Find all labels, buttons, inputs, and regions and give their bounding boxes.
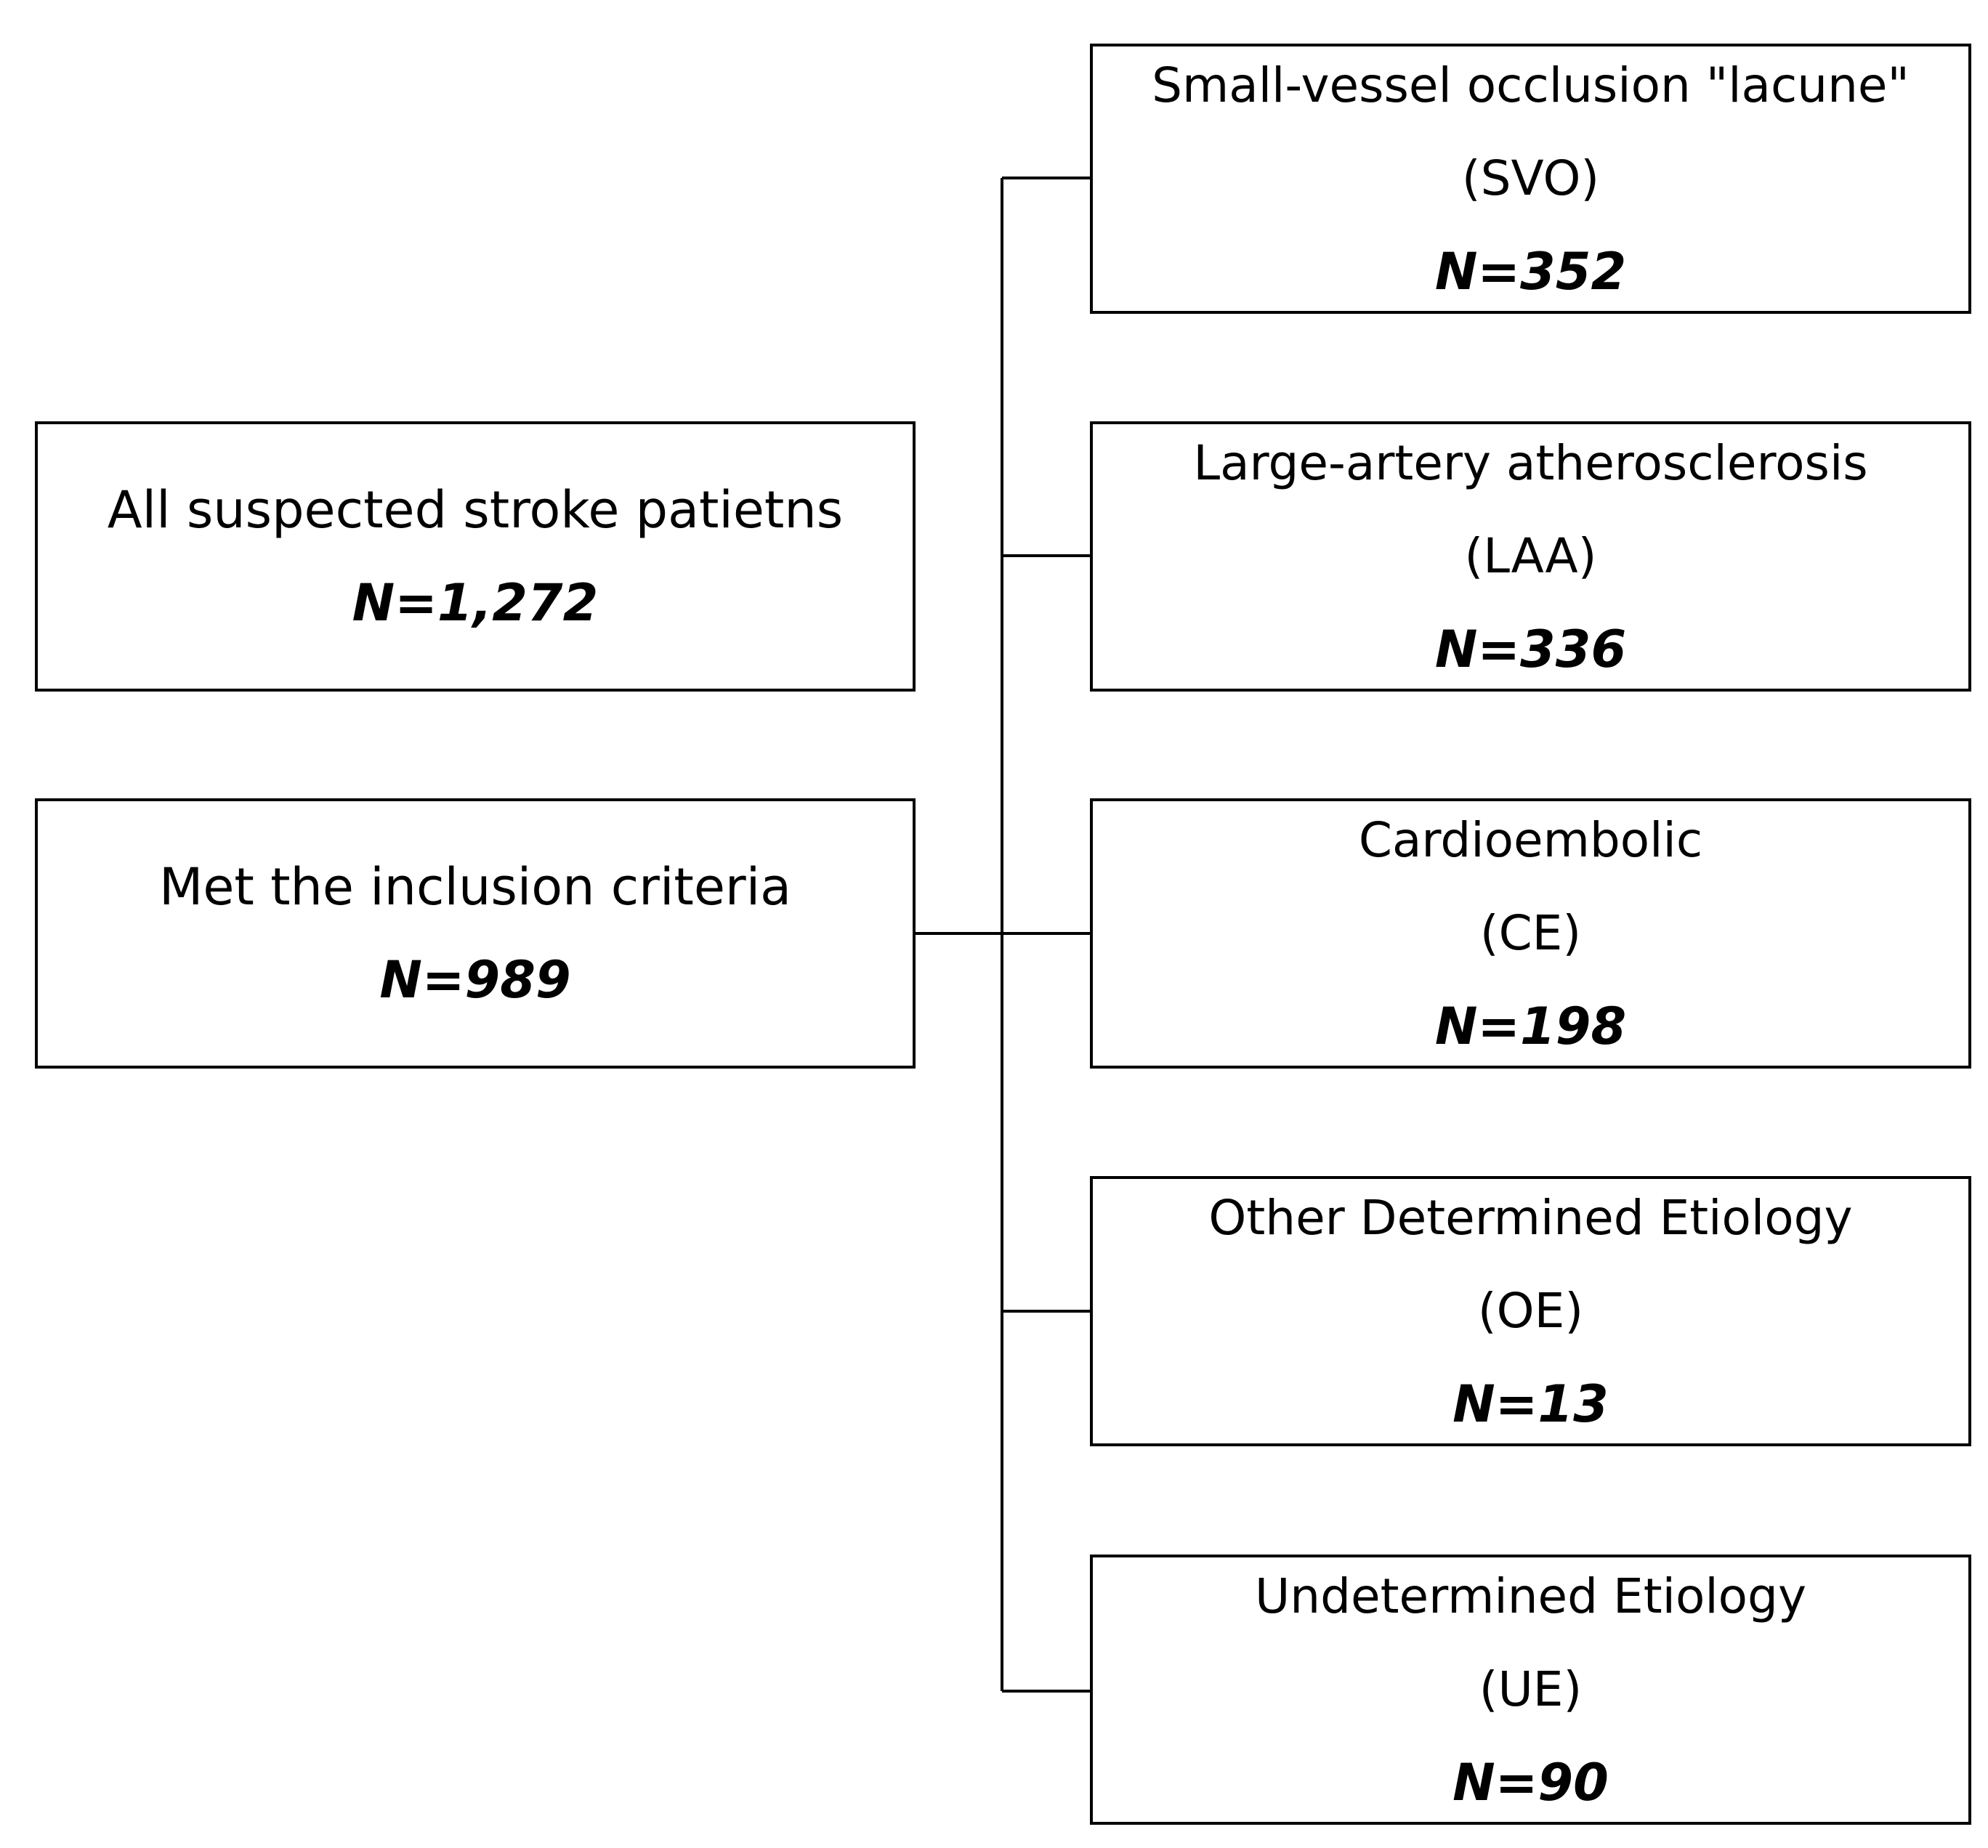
box-count: N=198 bbox=[1434, 997, 1627, 1056]
box-count: N=13 bbox=[1452, 1374, 1609, 1434]
box-abbreviation: (CE) bbox=[1479, 905, 1582, 961]
laa-box: Large-artery atherosclerosis (LAA) N=336 bbox=[1090, 421, 1971, 692]
box-label: Cardioembolic bbox=[1358, 812, 1703, 868]
svo-box: Small-vessel occlusion "lacune" (SVO) N=… bbox=[1090, 44, 1971, 314]
box-count: N=989 bbox=[379, 950, 571, 1010]
box-label: Other Determined Etiology bbox=[1208, 1190, 1853, 1246]
inclusion-criteria-box: Met the inclusion criteria N=989 bbox=[35, 798, 916, 1069]
oe-box: Other Determined Etiology (OE) N=13 bbox=[1090, 1176, 1971, 1446]
box-abbreviation: (LAA) bbox=[1464, 528, 1597, 584]
box-abbreviation: (OE) bbox=[1477, 1283, 1584, 1339]
all-suspected-box: All suspected stroke patietns N=1,272 bbox=[35, 421, 916, 692]
box-count: N=352 bbox=[1434, 242, 1627, 301]
box-label: Large-artery atherosclerosis bbox=[1193, 435, 1868, 491]
box-label: Small-vessel occlusion "lacune" bbox=[1152, 57, 1910, 113]
box-count: N=90 bbox=[1452, 1753, 1609, 1812]
ue-box: Undetermined Etiology (UE) N=90 bbox=[1090, 1555, 1971, 1825]
box-label: Undetermined Etiology bbox=[1255, 1568, 1806, 1624]
box-abbreviation: (SVO) bbox=[1461, 150, 1600, 206]
box-count: N=336 bbox=[1434, 620, 1627, 679]
box-abbreviation: (UE) bbox=[1479, 1661, 1583, 1717]
box-label: Met the inclusion criteria bbox=[158, 857, 792, 917]
ce-box: Cardioembolic (CE) N=198 bbox=[1090, 798, 1971, 1069]
box-label: All suspected stroke patietns bbox=[107, 480, 844, 540]
box-count: N=1,272 bbox=[352, 573, 599, 633]
